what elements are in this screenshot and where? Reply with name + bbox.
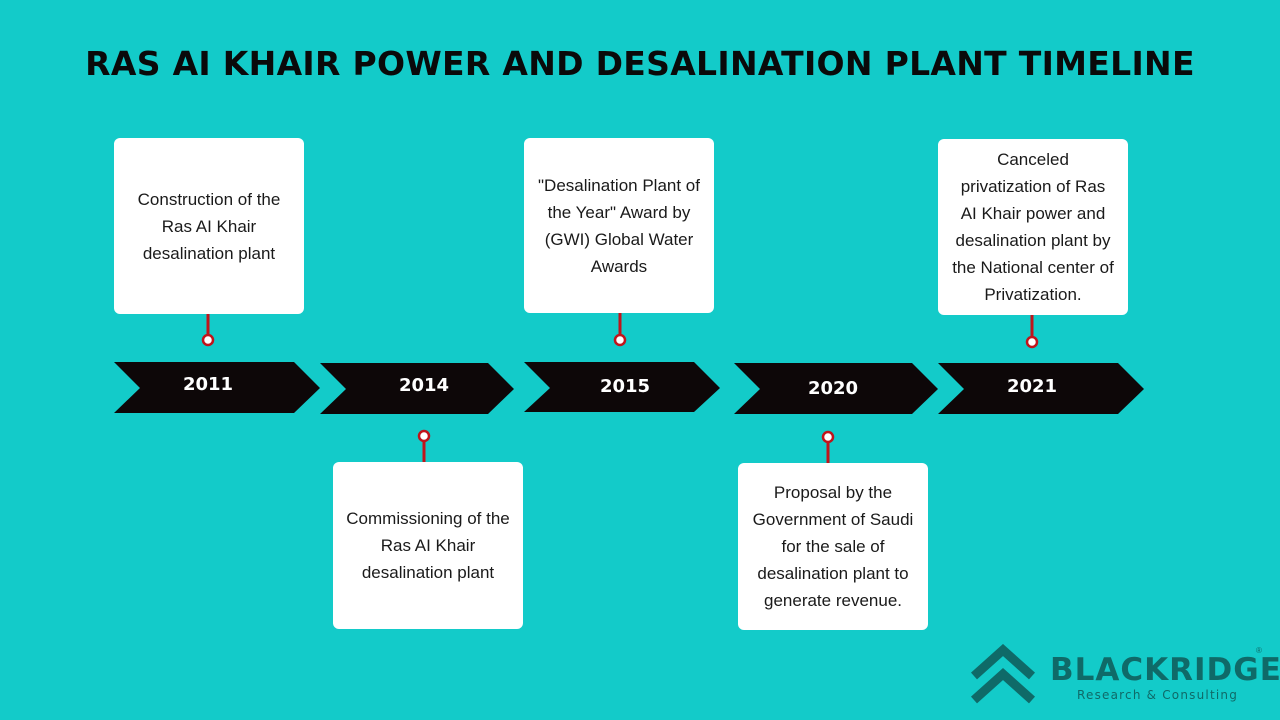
event-card-2011: Construction of the Ras AI Khair desalin… [114, 138, 304, 314]
year-label-2020: 2020 [807, 378, 859, 399]
timeline-arrow-2014 [320, 363, 514, 414]
timeline-arrow-2011 [114, 362, 320, 413]
chevron-mountain-icon [970, 644, 1036, 704]
event-card-2021: Canceled privatization of Ras AI Khair p… [938, 139, 1128, 315]
brand-tagline: Research & Consulting [1077, 688, 1239, 702]
connector-2020 [821, 430, 835, 463]
timeline-arrow-2020 [734, 363, 938, 414]
timeline-arrow-2021 [938, 363, 1144, 414]
event-text-2021: Canceled privatization of Ras AI Khair p… [952, 150, 1114, 304]
page-title: RAS AI KHAIR POWER AND DESALINATION PLAN… [85, 44, 1195, 83]
event-text-2011: Construction of the Ras AI Khair desalin… [137, 189, 281, 263]
event-text-2014: Commissioning of the Ras AI Khair desali… [346, 509, 510, 582]
year-label-2011: 2011 [182, 374, 234, 395]
year-label-2014: 2014 [398, 375, 450, 396]
event-text-2015: "Desalination Plant of the Year" Award b… [538, 175, 700, 276]
timeline-arrow-2015 [524, 362, 720, 412]
event-card-2014: Commissioning of the Ras AI Khair desali… [333, 462, 523, 629]
event-card-2020: Proposal by the Government of Saudi for … [738, 463, 928, 630]
connector-2011 [201, 314, 215, 347]
year-label-2021: 2021 [1006, 376, 1058, 397]
year-label-2015: 2015 [599, 376, 651, 397]
connector-2014 [417, 429, 431, 462]
registered-mark: ® [1256, 646, 1262, 655]
connector-2015 [613, 313, 627, 347]
connector-2021 [1025, 315, 1039, 349]
event-card-2015: "Desalination Plant of the Year" Award b… [524, 138, 714, 313]
brand-name: BLACKRIDGE [1050, 652, 1280, 688]
event-text-2020: Proposal by the Government of Saudi for … [752, 483, 914, 610]
